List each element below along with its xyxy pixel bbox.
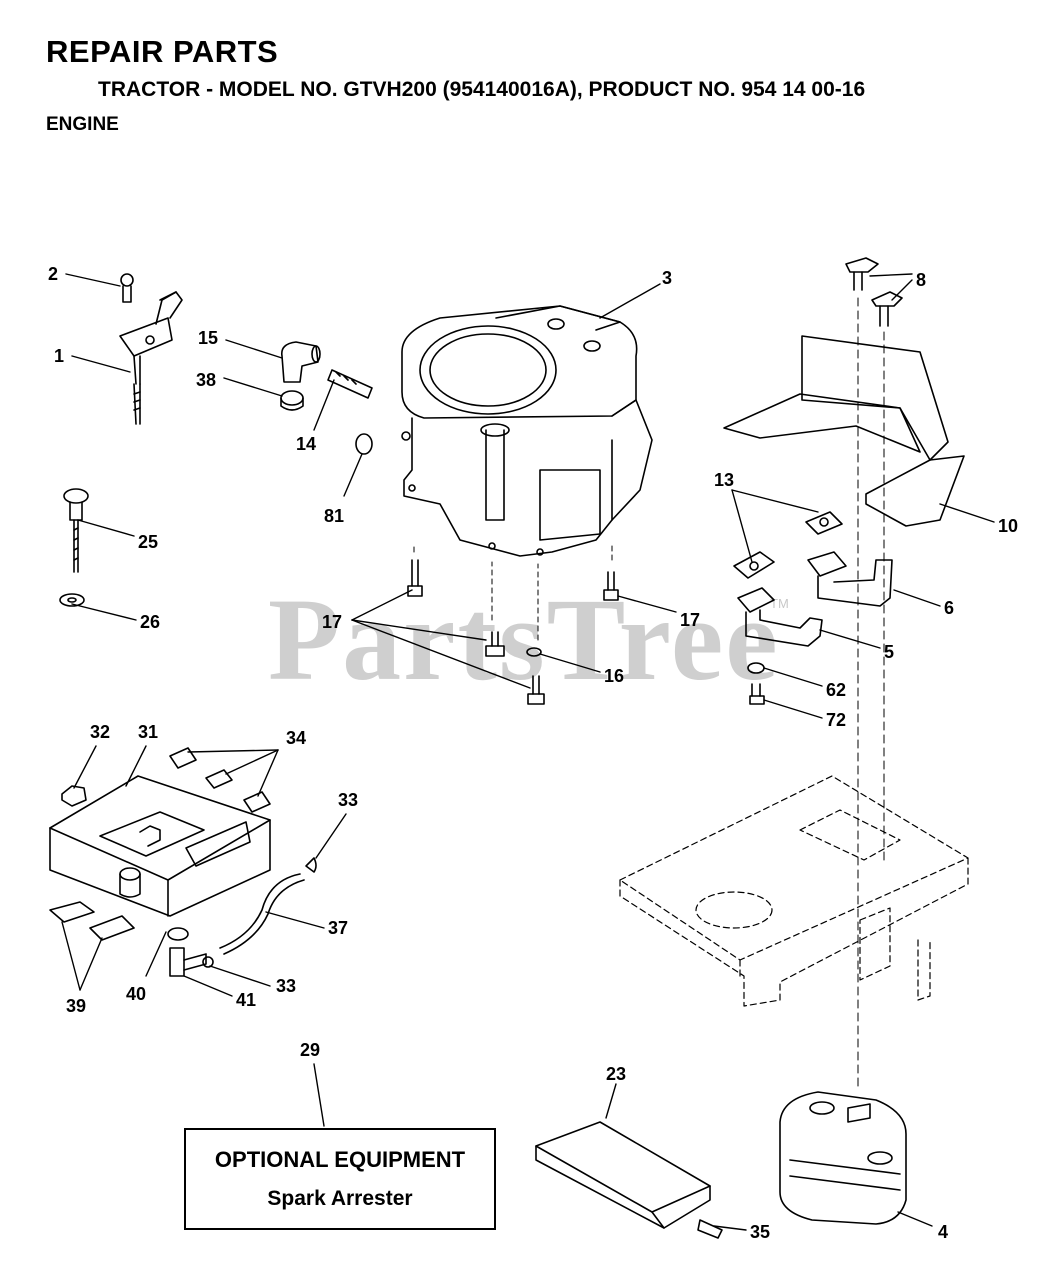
muffler-part [779, 1091, 907, 1225]
callout-38: 38 [196, 370, 216, 390]
choke-knob-part [59, 488, 89, 607]
page-subtitle: TRACTOR - MODEL NO. GTVH200 (954140016A)… [98, 78, 866, 101]
watermark: PartsTree [268, 574, 780, 705]
callout-6: 6 [944, 598, 954, 618]
callout-16: 16 [604, 666, 624, 686]
muffler-bolts-part [845, 257, 903, 1087]
callout-35: 35 [750, 1222, 770, 1242]
callout-37: 37 [328, 918, 348, 938]
callout-10: 10 [998, 516, 1018, 536]
callout-81: 81 [324, 506, 344, 526]
callout-17-right: 17 [680, 610, 700, 630]
callout-25: 25 [138, 532, 158, 552]
callout-32: 32 [90, 722, 110, 742]
callout-4: 4 [938, 1222, 948, 1242]
callout-31: 31 [138, 722, 158, 742]
callout-5: 5 [884, 642, 894, 662]
throttle-control-part [119, 273, 183, 425]
engine-part [401, 305, 653, 557]
callout-41: 41 [236, 990, 256, 1010]
callout-39: 39 [66, 996, 86, 1016]
callout-15: 15 [198, 328, 218, 348]
optional-equipment-title: OPTIONAL EQUIPMENT [214, 1147, 466, 1172]
fuel-tank-part [49, 747, 271, 941]
callout-leaders [61, 273, 995, 1231]
callout-33-top: 33 [338, 790, 358, 810]
callout-40: 40 [126, 984, 146, 1004]
tractor-frame-part [619, 775, 969, 1007]
callout-72: 72 [826, 710, 846, 730]
callout-13: 13 [714, 470, 734, 490]
spark-arrester-part [535, 1121, 723, 1239]
callout-62: 62 [826, 680, 846, 700]
section-label: ENGINE [46, 114, 119, 135]
heat-shield-part [723, 335, 965, 527]
engine-bolts-part [407, 545, 619, 705]
optional-equipment-box: OPTIONAL EQUIPMENT Spark Arrester [184, 1128, 496, 1230]
callout-14: 14 [296, 434, 316, 454]
exhaust-pipes-part [733, 511, 893, 705]
callout-8: 8 [916, 270, 926, 290]
optional-equipment-item: Spark Arrester [267, 1187, 413, 1210]
callout-29: 29 [300, 1040, 320, 1060]
callout-26: 26 [140, 612, 160, 632]
callout-34: 34 [286, 728, 306, 748]
page-title: REPAIR PARTS [46, 34, 279, 69]
fuel-fittings-part [280, 341, 411, 455]
callout-33-bottom: 33 [276, 976, 296, 996]
fuel-line-part [167, 857, 317, 977]
callout-17-left: 17 [322, 612, 342, 632]
callout-3: 3 [662, 268, 672, 288]
callout-23: 23 [606, 1064, 626, 1084]
callout-1: 1 [54, 346, 64, 366]
callout-2: 2 [48, 264, 58, 284]
